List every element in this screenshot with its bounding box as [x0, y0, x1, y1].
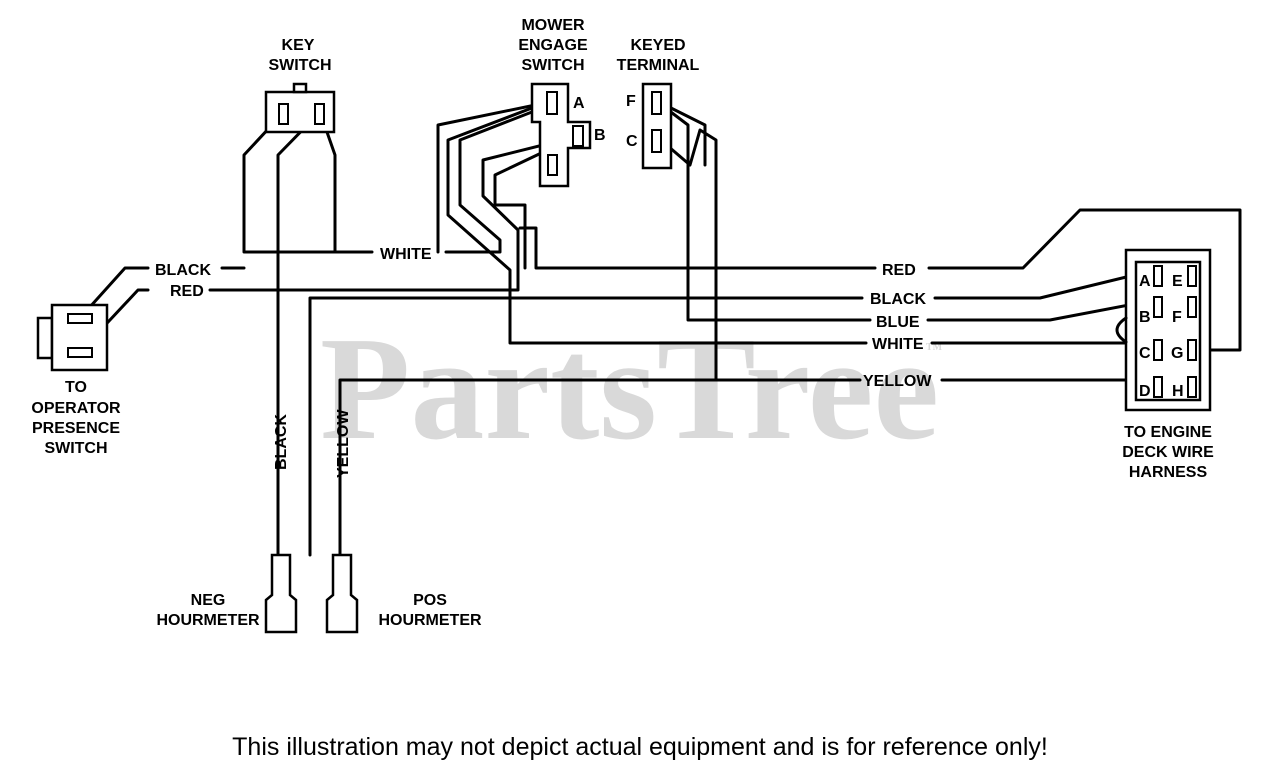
- harness-pin-e: E: [1172, 273, 1183, 290]
- wire-label-black-right: BLACK: [870, 291, 926, 308]
- operator-presence-label-3: PRESENCE: [32, 420, 120, 437]
- white-wire-right: [446, 101, 1157, 345]
- engine-deck-harness: A B C D E F G H TO ENGINE DECK WIRE HARN…: [1115, 248, 1214, 481]
- key-switch-label-2: SWITCH: [268, 57, 331, 74]
- harness-pin-f: F: [1172, 309, 1182, 326]
- wire-label-white-top: WHITE: [380, 246, 432, 263]
- harness-slot-d: [1153, 376, 1163, 398]
- harness-pin-a: A: [1139, 273, 1151, 290]
- mower-engage-pin-b: B: [594, 127, 606, 144]
- black-wire-left: [78, 266, 246, 320]
- key-switch-left-wire: [242, 110, 337, 254]
- key-switch-slot-1: [278, 103, 289, 125]
- operator-presence-label-2: OPERATOR: [31, 400, 121, 417]
- keyed-terminal-slot-c: [651, 129, 662, 153]
- wire-labels: WHITE BLACK RED RED BLACK BLUE WHITE YEL…: [155, 246, 932, 478]
- disclaimer-footer: This illustration may not depict actual …: [232, 733, 1048, 761]
- harness-slot-e: [1187, 265, 1197, 287]
- harness-pin-g: G: [1171, 345, 1183, 362]
- harness-slot-g: [1187, 339, 1197, 361]
- pos-hourmeter-label-2: HOURMETER: [378, 612, 482, 629]
- keyed-terminal-pin-f: F: [626, 93, 636, 110]
- mower-engage-pin-a: A: [573, 95, 585, 112]
- mower-engage-slot-c: [547, 154, 558, 176]
- mower-engage-b-wire: [493, 135, 577, 270]
- wire-label-red-left: RED: [170, 283, 204, 300]
- keyed-terminal-wire: [653, 128, 862, 382]
- harness-label-1: TO ENGINE: [1124, 424, 1212, 441]
- harness-pin-h: H: [1172, 383, 1184, 400]
- harness-key: [1115, 316, 1128, 344]
- harness-pin-c: C: [1139, 345, 1151, 362]
- key-switch: KEY SWITCH: [264, 37, 336, 134]
- watermark: PartsTree: [320, 307, 939, 471]
- red-wire-right: [518, 208, 1242, 352]
- wire-label-white-right: WHITE: [872, 336, 924, 353]
- key-switch-tab: [292, 82, 308, 94]
- keyed-terminal-slot-f: [651, 91, 662, 115]
- key-switch-black-wire: [276, 110, 322, 557]
- harness-pin-b: B: [1139, 309, 1151, 326]
- black-wire-right: [308, 268, 1157, 557]
- wire-label-red-right: RED: [882, 262, 916, 279]
- operator-presence-tab: [36, 316, 54, 360]
- mower-engage-slot-a: [546, 91, 558, 115]
- white-wire-top: [333, 101, 557, 254]
- mower-engage-slot-b: [572, 125, 584, 147]
- harness-pin-d: D: [1139, 383, 1151, 400]
- harness-slot-a: [1153, 265, 1163, 287]
- wire-label-black-vertical: BLACK: [273, 414, 290, 470]
- keyed-terminal-pin-c: C: [626, 133, 638, 150]
- operator-presence-switch: TO OPERATOR PRESENCE SWITCH: [31, 303, 121, 457]
- keyed-terminal-body: [641, 82, 673, 170]
- harness-slot-h: [1187, 376, 1197, 398]
- wires: [78, 98, 1242, 557]
- wire-label-yellow-right: YELLOW: [863, 373, 932, 390]
- neg-hourmeter-terminal: [264, 553, 298, 634]
- key-switch-slot-2: [314, 103, 325, 125]
- harness-slot-c: [1153, 339, 1163, 361]
- operator-presence-label-1: TO: [65, 379, 87, 396]
- neg-hourmeter-label-2: HOURMETER: [156, 612, 260, 629]
- mower-engage-label-2: ENGAGE: [518, 37, 588, 54]
- harness-slot-b: [1153, 296, 1163, 318]
- pos-hourmeter-label-1: POS: [413, 592, 447, 609]
- pos-hourmeter-terminal: [325, 553, 359, 634]
- keyed-terminal-label-1: KEYED: [630, 37, 685, 54]
- pos-hourmeter: POS HOURMETER: [325, 553, 482, 634]
- harness-slot-f: [1187, 296, 1197, 318]
- operator-presence-slot-1: [67, 313, 93, 324]
- operator-presence-label-4: SWITCH: [44, 440, 107, 457]
- operator-presence-slot-2: [67, 347, 93, 358]
- watermark-tm: TM: [926, 342, 943, 353]
- wire-label-yellow-vertical: YELLOW: [335, 409, 352, 478]
- neg-hourmeter: NEG HOURMETER: [156, 553, 298, 634]
- wire-label-blue: BLUE: [876, 314, 920, 331]
- yellow-wire-right: [338, 378, 1157, 557]
- mower-engage-switch: MOWER ENGAGE SWITCH A B: [518, 17, 606, 188]
- keyed-terminal-label-2: TERMINAL: [617, 57, 700, 74]
- key-switch-label-1: KEY: [282, 37, 315, 54]
- harness-label-2: DECK WIRE: [1122, 444, 1214, 461]
- mower-engage-label-1: MOWER: [521, 17, 585, 34]
- keyed-terminal: KEYED TERMINAL F C: [617, 37, 700, 170]
- harness-label-3: HARNESS: [1129, 464, 1208, 481]
- neg-hourmeter-label-1: NEG: [191, 592, 226, 609]
- wire-label-black-left: BLACK: [155, 262, 211, 279]
- white-wire-top-2: [436, 101, 547, 254]
- mower-engage-label-3: SWITCH: [521, 57, 584, 74]
